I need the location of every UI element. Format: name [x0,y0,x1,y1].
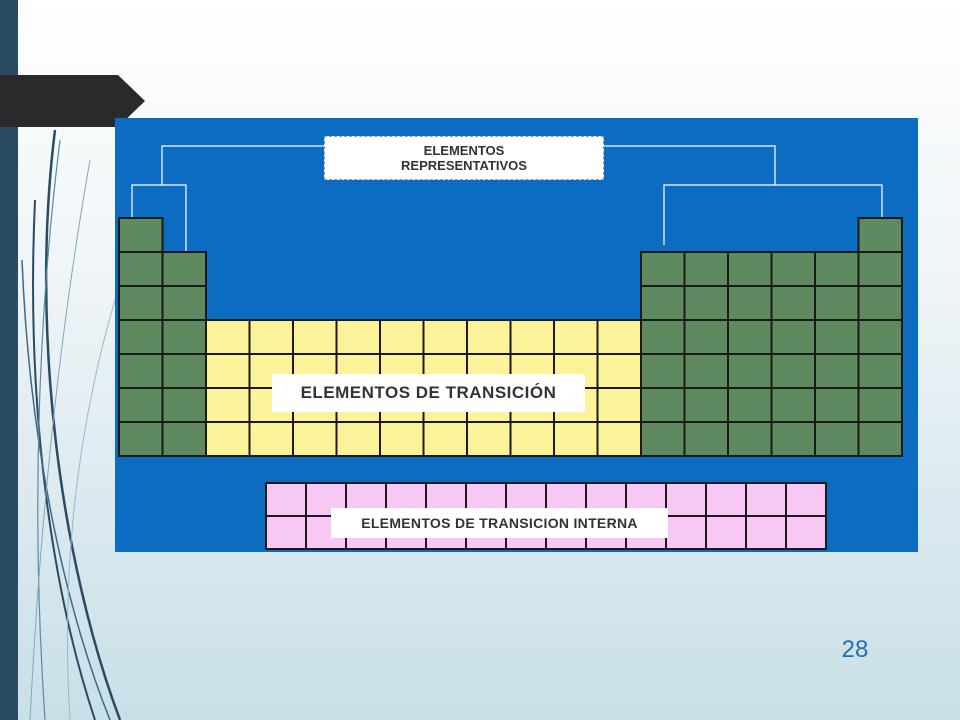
transition-element-cell [596,353,642,389]
representative-element-cell [683,319,729,355]
bracket-right-top [604,145,776,185]
bracket-left-top [161,145,324,185]
representative-element-cell [727,319,773,355]
representative-element-cell [161,251,207,287]
representative-element-cell [727,353,773,389]
side-bar [0,0,18,720]
representative-element-cell [770,387,816,423]
representative-element-cell [640,387,686,423]
representative-element-cell [161,285,207,321]
representative-element-cell [857,421,903,457]
inner-transition-element-cell [705,515,747,550]
representative-element-cell [640,421,686,457]
label-elementos-transicion-interna: ELEMENTOS DE TRANSICION INTERNA [331,508,668,538]
inner-transition-element-cell [745,482,787,517]
transition-element-cell [466,319,512,355]
slide-number: 28 [841,636,869,663]
representative-element-cell [727,285,773,321]
representative-element-cell [770,319,816,355]
transition-element-cell [248,421,294,457]
representative-element-cell [683,421,729,457]
transition-element-cell [205,421,251,457]
representative-element-cell [770,421,816,457]
representative-element-cell [814,319,860,355]
transition-element-cell [596,421,642,457]
transition-element-cell [292,319,338,355]
representative-element-cell [727,421,773,457]
representative-element-cell [640,285,686,321]
transition-element-cell [248,319,294,355]
representative-element-cell [857,353,903,389]
inner-transition-element-cell [705,482,747,517]
representative-element-cell [814,421,860,457]
representative-element-cell [683,285,729,321]
inner-transition-element-cell [665,515,707,550]
representative-element-cell [857,217,903,253]
representative-element-cell [640,353,686,389]
inner-transition-element-cell [785,515,827,550]
bracket-left-group [131,184,187,251]
representative-element-cell [857,319,903,355]
label-representativos-line1: ELEMENTOS [423,143,505,158]
transition-element-cell [509,319,555,355]
transition-element-cell [553,421,599,457]
representative-element-cell [161,421,207,457]
representative-element-cell [118,319,164,355]
transition-element-cell [379,421,425,457]
representative-element-cell [118,251,164,287]
representative-element-cell [161,319,207,355]
transition-element-cell [335,319,381,355]
transition-element-cell [553,319,599,355]
representative-element-cell [770,285,816,321]
representative-element-cell [683,251,729,287]
inner-transition-element-cell [665,482,707,517]
transition-element-cell [596,319,642,355]
transition-element-cell [205,353,251,389]
periodic-table-diagram [118,145,903,550]
label-elementos-representativos: ELEMENTOS REPRESENTATIVOS [324,136,604,180]
representative-element-cell [640,251,686,287]
representative-element-cell [727,251,773,287]
transition-element-cell [379,319,425,355]
representative-element-cell [683,387,729,423]
bracket-right-group [663,184,883,245]
representative-element-cell [161,353,207,389]
representative-element-cell [857,387,903,423]
representative-element-cell [770,353,816,389]
transition-element-cell [292,421,338,457]
transition-element-cell [335,421,381,457]
representative-element-cell [770,251,816,287]
transition-element-cell [422,421,468,457]
decorative-curves [21,129,122,720]
representative-element-cell [118,217,164,253]
representative-element-cell [683,353,729,389]
representative-element-cell [727,387,773,423]
representative-element-cell [814,285,860,321]
representative-element-cell [161,387,207,423]
representative-element-cell [118,285,164,321]
transition-element-cell [422,319,468,355]
transition-element-cell [205,387,251,423]
representative-element-cell [640,319,686,355]
title-tab-shape [0,75,145,127]
transition-element-cell [466,421,512,457]
representative-element-cell [857,251,903,287]
periodic-table-panel: ELEMENTOS REPRESENTATIVOS ELEMENTOS DE T… [115,118,918,552]
inner-transition-element-cell [265,515,307,550]
label-elementos-transicion: ELEMENTOS DE TRANSICIÓN [272,374,585,412]
representative-element-cell [814,353,860,389]
representative-element-cell [857,285,903,321]
transition-element-cell [509,421,555,457]
inner-transition-element-cell [745,515,787,550]
inner-transition-element-cell [265,482,307,517]
representative-element-cell [118,421,164,457]
representative-element-cell [814,251,860,287]
representative-element-cell [118,353,164,389]
transition-element-cell [596,387,642,423]
label-representativos-line2: REPRESENTATIVOS [401,158,527,173]
representative-element-cell [814,387,860,423]
representative-element-cell [118,387,164,423]
inner-transition-element-cell [785,482,827,517]
transition-element-cell [205,319,251,355]
